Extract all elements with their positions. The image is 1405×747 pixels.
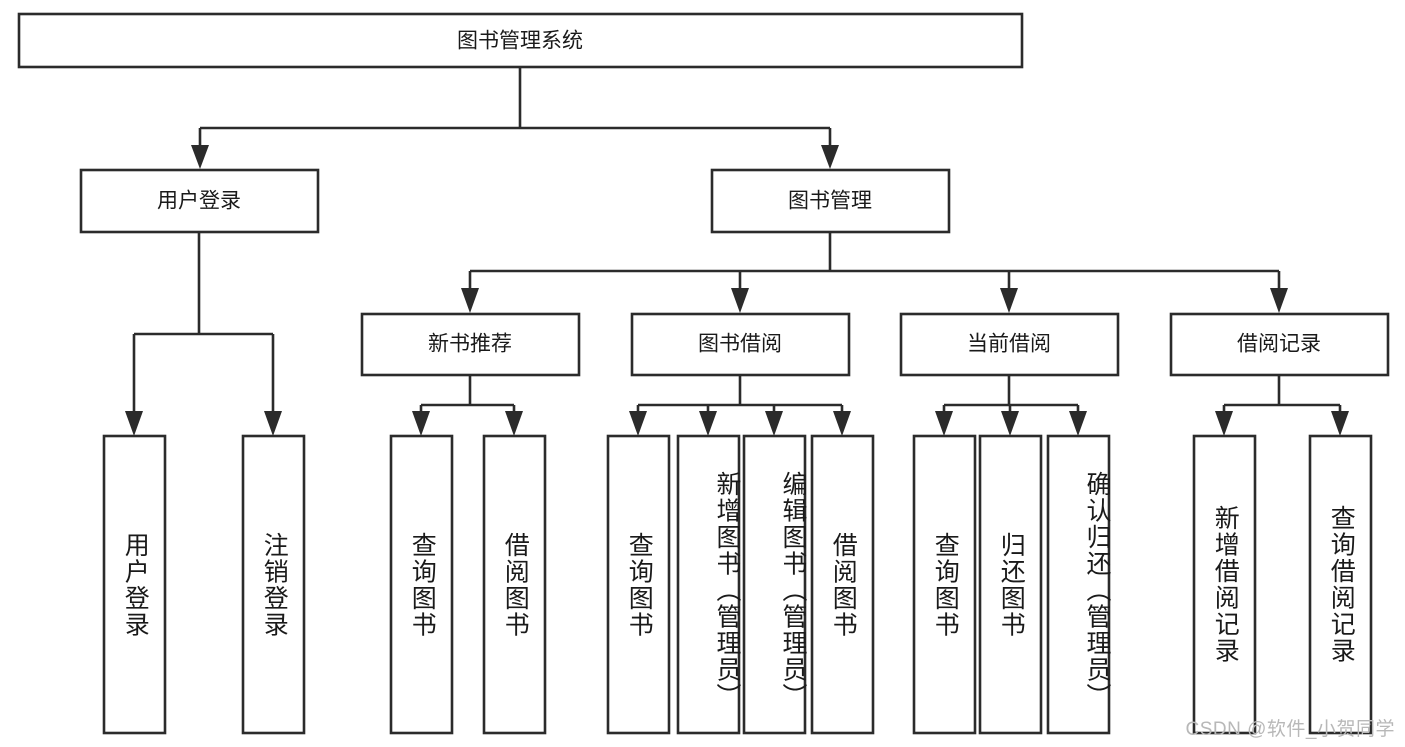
leaf-box-logout (241, 434, 306, 735)
arrow-to-leaf-borrow-book-1 (505, 411, 523, 436)
node-current-borrow: 当前借阅 (899, 312, 1120, 377)
node-current-borrow-label: 当前借阅 (967, 333, 1051, 356)
arrow-to-borrow-record (1270, 288, 1288, 313)
arrow-to-leaf-query-book-3 (935, 411, 953, 436)
node-current-borrow-box (899, 312, 1120, 377)
node-book-management: 图书管理 (710, 168, 951, 234)
arrow-to-book-borrow (731, 288, 749, 313)
node-user-login: 用户登录 (79, 168, 320, 234)
node-book-borrow: 图书借阅 (630, 312, 851, 377)
node-new-book-recommend-box (360, 312, 581, 377)
leaf-box-add-record (1192, 434, 1257, 735)
arrow-to-new-book-recommend (461, 288, 479, 313)
leaf-box-query-book-1 (389, 434, 454, 735)
node-root-box (17, 12, 1024, 69)
arrow-to-leaf-user-login (125, 411, 143, 436)
leaf-box-query-record (1308, 434, 1373, 735)
node-new-book-recommend-label: 新书推荐 (428, 333, 512, 356)
node-book-management-label: 图书管理 (788, 190, 872, 213)
arrow-to-leaf-query-record (1331, 411, 1349, 436)
arrow-to-leaf-add-book (699, 411, 717, 436)
arrow-to-leaf-query-book-1 (412, 411, 430, 436)
leaf-box-query-book-3 (912, 434, 977, 735)
node-book-borrow-box (630, 312, 851, 377)
arrow-to-leaf-edit-book (765, 411, 783, 436)
node-root-label: 图书管理系统 (457, 30, 583, 53)
node-user-login-label: 用户登录 (157, 190, 241, 213)
node-root: 图书管理系统 (17, 12, 1024, 69)
leaf-box-query-book-2 (606, 434, 671, 735)
arrow-to-leaf-logout (264, 411, 282, 436)
leaf-box-confirm-return (1046, 434, 1111, 735)
arrow-root-to-book-mgmt (821, 145, 839, 169)
arrow-to-leaf-return-book (1001, 411, 1019, 436)
node-new-book-recommend: 新书推荐 (360, 312, 581, 377)
arrow-to-leaf-query-book-2 (629, 411, 647, 436)
leaf-box-edit-book (742, 434, 807, 735)
arrow-to-current-borrow (1000, 288, 1018, 313)
node-book-management-box (710, 168, 951, 234)
arrow-to-leaf-confirm-return (1069, 411, 1087, 436)
leaf-box-add-book (676, 434, 741, 735)
arrow-to-leaf-add-record (1215, 411, 1233, 436)
node-borrow-record: 借阅记录 (1169, 312, 1390, 377)
arrow-to-leaf-borrow-book-2 (833, 411, 851, 436)
node-borrow-record-label: 借阅记录 (1237, 333, 1321, 356)
leaf-box-return-book (978, 434, 1043, 735)
arrow-root-to-user-login (191, 145, 209, 169)
leaf-box-borrow-book-2 (810, 434, 875, 735)
leaf-box-borrow-book-1 (482, 434, 547, 735)
watermark-text: CSDN @软件_小贺同学 (1185, 719, 1395, 740)
node-borrow-record-box (1169, 312, 1390, 377)
leaf-box-user-login (102, 434, 167, 735)
node-book-borrow-label: 图书借阅 (698, 333, 782, 356)
